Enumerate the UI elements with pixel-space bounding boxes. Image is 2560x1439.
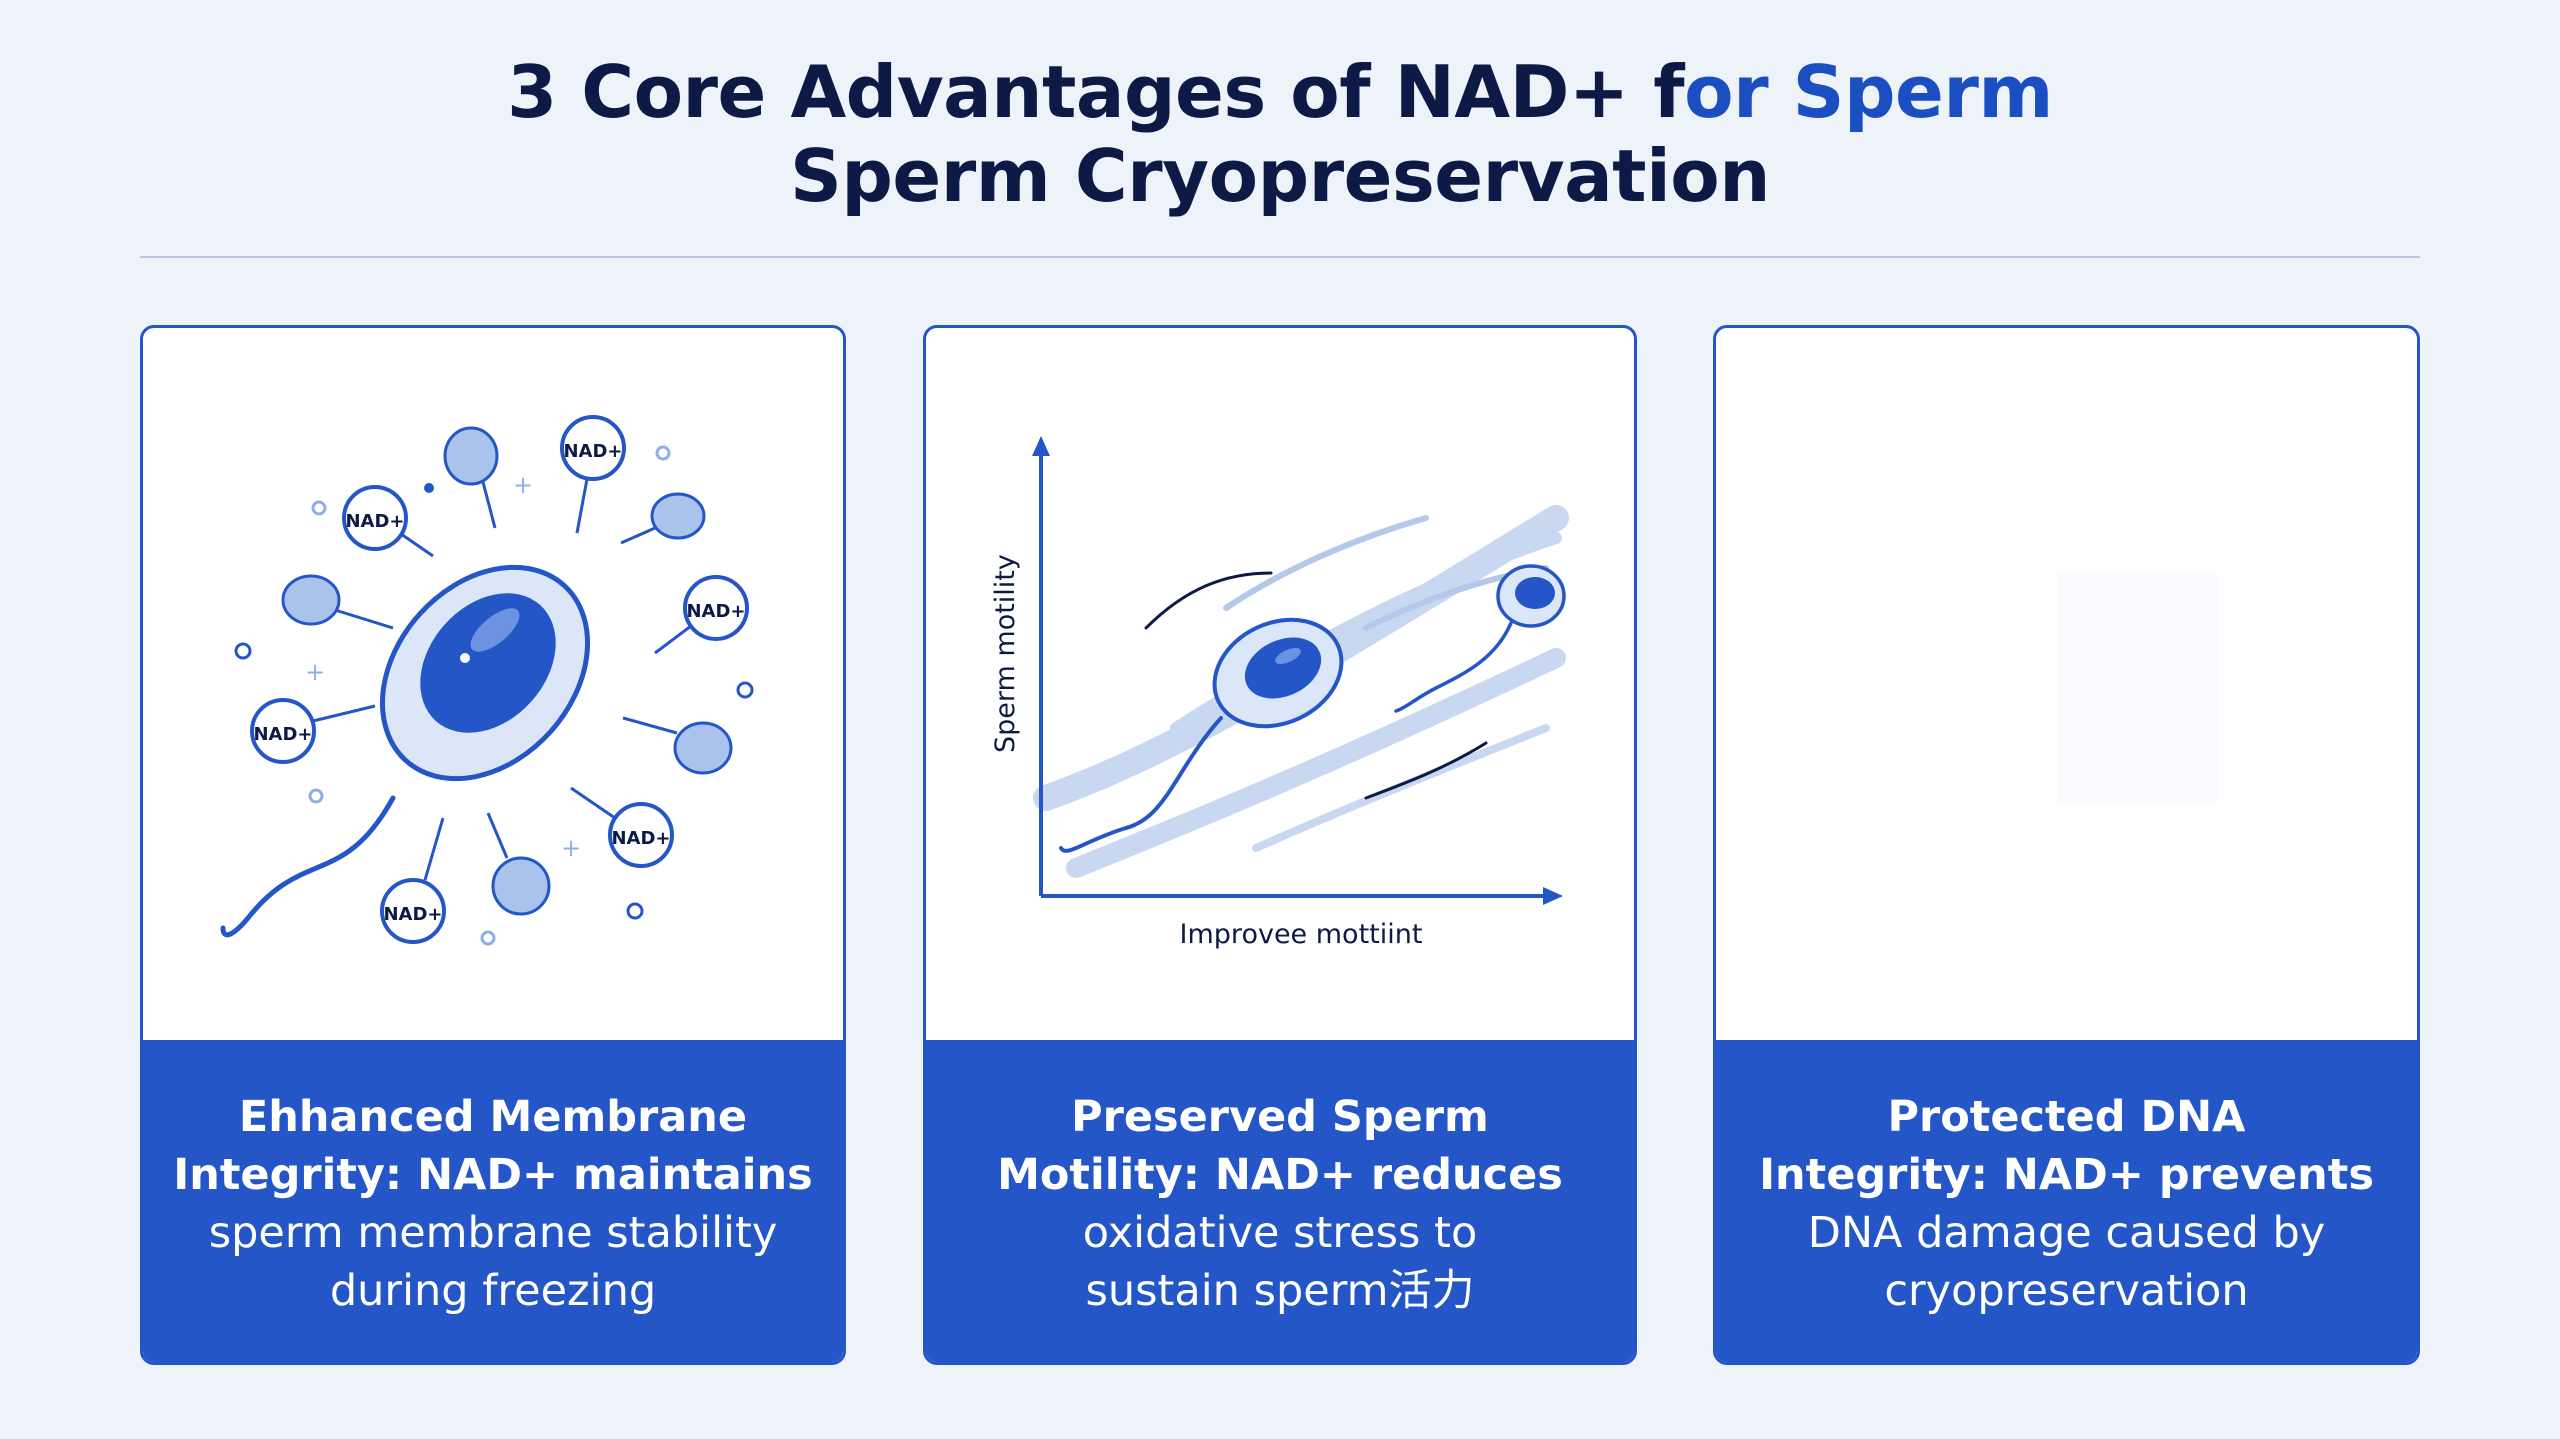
sparkle-icon: + + +	[234, 445, 754, 946]
nad-label: NAD+	[253, 724, 312, 745]
advantage-card-membrane: NAD+ NAD+ NAD+ NAD+ NAD+ NAD+	[140, 325, 846, 1365]
caption-body-line: oxidative stress to	[1082, 1208, 1478, 1258]
faint-placeholder	[2058, 573, 2218, 803]
sperm-cell-icon	[379, 564, 591, 782]
title-main-text: 3 Core Advantages of NAD+ f	[507, 50, 1685, 134]
title-divider	[140, 256, 2420, 258]
nad-molecule-icon: NAD+ NAD+ NAD+ NAD+ NAD+ NAD+	[250, 415, 749, 944]
caption-body-line: cryopreservation	[1884, 1266, 2249, 1316]
title-line-1: 3 Core Advantages of NAD+ for Sperm	[0, 50, 2560, 134]
card-caption-dna: Protected DNA Integrity: NAD+ prevents D…	[1716, 1040, 2417, 1362]
caption-body-line: DNA damage caused by	[1807, 1208, 2326, 1258]
title-accent-text: or Sperm	[1684, 50, 2053, 134]
advantage-card-dna: Protected DNA Integrity: NAD+ prevents D…	[1713, 325, 2420, 1365]
caption-heading-line: Motility: NAD+ reduces	[997, 1150, 1563, 1200]
svg-text:+: +	[561, 834, 581, 862]
small-sperm-icon	[1394, 564, 1566, 713]
caption-body-line: during freezing	[329, 1266, 657, 1316]
title-line-2: Sperm Cryopreservation	[790, 134, 1770, 218]
svg-text:+: +	[513, 471, 533, 499]
nad-label: NAD+	[563, 441, 622, 462]
caption-heading-line: Protected DNA	[1887, 1092, 2246, 1142]
dna-illustration-blank	[1716, 328, 2417, 1040]
caption-heading-line: Preserved Sperm	[1071, 1092, 1489, 1142]
caption-body-line: sperm membrane stability	[208, 1208, 778, 1258]
caption-body-line: sustain sperm活力	[1085, 1266, 1475, 1316]
nad-label: NAD+	[383, 904, 442, 925]
small-sperm-icon	[281, 426, 733, 916]
nad-label: NAD+	[686, 601, 745, 622]
y-axis-label: Sperm motility	[990, 554, 1021, 753]
caption-heading-line: Integrity: NAD+ maintains	[173, 1150, 813, 1200]
sperm-cell-icon	[1059, 617, 1344, 853]
x-axis-arrow	[1543, 887, 1563, 905]
motility-illustration: Sperm motility Improvee mottiint	[990, 436, 1569, 950]
caption-heading-line: Integrity: NAD+ prevents	[1759, 1150, 2374, 1200]
svg-text:+: +	[305, 658, 325, 686]
nad-label: NAD+	[345, 511, 404, 532]
card-caption-membrane: Ehhanced Membrane Integrity: NAD+ mainta…	[143, 1040, 843, 1362]
y-axis-arrow	[1032, 436, 1050, 456]
motion-arc	[1364, 741, 1488, 800]
x-axis-label: Improvee mottiint	[1180, 919, 1423, 950]
caption-heading-line: Ehhanced Membrane	[238, 1092, 748, 1142]
card-caption-motility: Preserved Sperm Motility: NAD+ reduces o…	[926, 1040, 1634, 1362]
advantage-card-motility: Sperm motility Improvee mottiint Preserv…	[923, 325, 1637, 1365]
sperm-tail	[220, 795, 396, 938]
page-title: 3 Core Advantages of NAD+ for Sperm Sper…	[0, 50, 2560, 218]
membrane-illustration: NAD+ NAD+ NAD+ NAD+ NAD+ NAD+	[220, 415, 754, 946]
nad-label: NAD+	[611, 828, 670, 849]
motion-arc	[1144, 571, 1273, 630]
